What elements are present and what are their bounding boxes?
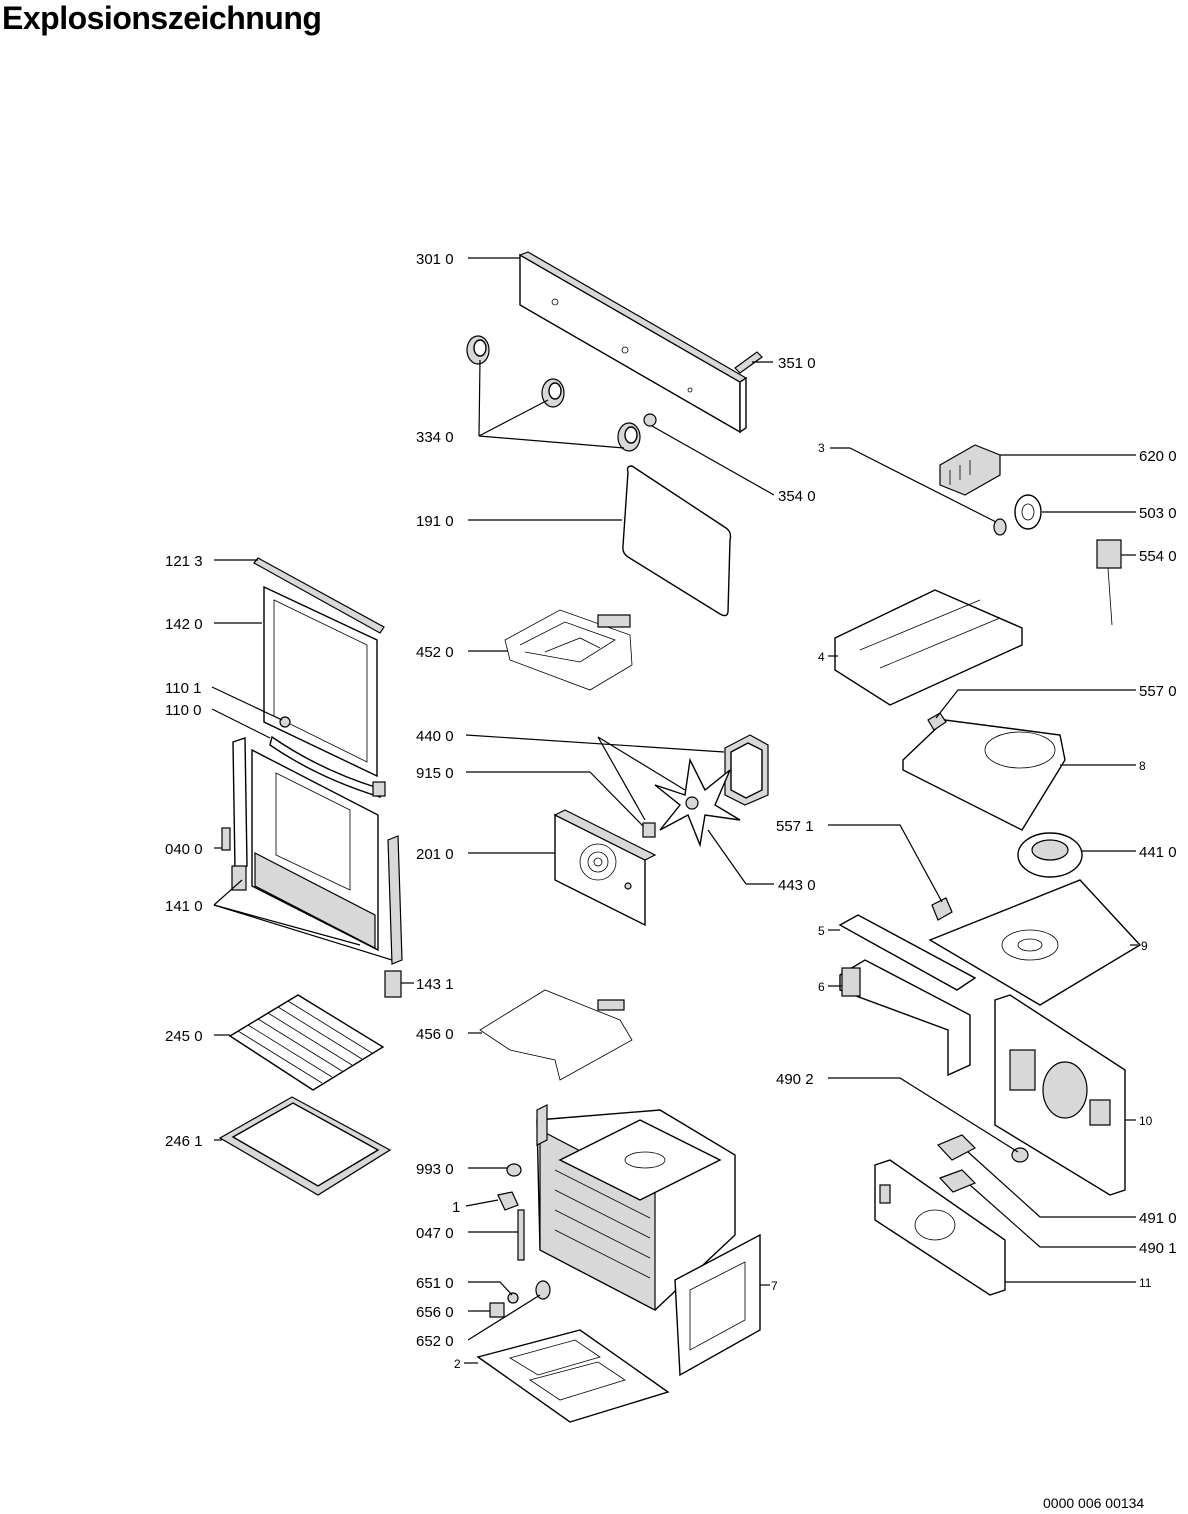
door-top-profile-part: [253, 557, 385, 634]
connector-parts: [936, 1134, 1029, 1193]
label-3: 3: [818, 441, 825, 455]
fan-motor-part: [724, 734, 769, 806]
wire-rack-part: [228, 994, 385, 1091]
label-490-1: 490 1: [1139, 1240, 1177, 1257]
page-title: Explosionszeichnung: [2, 0, 322, 36]
label-7: 7: [771, 1279, 778, 1293]
label-110-1: 110 1: [165, 680, 201, 697]
label-142-0: 142 0: [165, 616, 203, 633]
door-glass-part: [263, 585, 378, 778]
document-number: 0000 006 00134: [1043, 1495, 1145, 1511]
fan-nut-part: [642, 822, 656, 838]
label-351-0: 351 0: [778, 355, 816, 372]
hinge-part: [384, 970, 402, 998]
label-6: 6: [818, 980, 825, 994]
door-side-strip-parts: [221, 737, 403, 965]
label-10: 10: [1139, 1114, 1153, 1128]
label-2: 2: [454, 1357, 461, 1371]
grill-heating-element-part: [504, 609, 633, 691]
rail-part: [838, 914, 977, 991]
label-5: 5: [818, 924, 825, 938]
label-110-0: 110 0: [165, 702, 201, 719]
label-246-1: 246 1: [165, 1133, 203, 1150]
part-labels: 301 0 351 0 334 0 354 0 191 0 121 3 142 …: [165, 251, 1177, 1371]
side-plate-part: [674, 1233, 761, 1377]
rear-panel-part: [994, 994, 1126, 1196]
label-8: 8: [1139, 759, 1146, 773]
label-9: 9: [1141, 939, 1148, 953]
lower-heating-element-part: [479, 989, 633, 1081]
label-301-0: 301 0: [416, 251, 454, 268]
cooling-fan-part: [1017, 832, 1083, 878]
label-441-0: 441 0: [1139, 844, 1177, 861]
label-141-0: 141 0: [165, 898, 203, 915]
label-11: 11: [1139, 1276, 1152, 1290]
label-4: 4: [818, 650, 825, 664]
label-656-0: 656 0: [416, 1304, 454, 1321]
label-554-0: 554 0: [1139, 548, 1177, 565]
label-440-0: 440 0: [416, 728, 454, 745]
label-652-0: 652 0: [416, 1333, 454, 1350]
bottom-plate-part: [476, 1329, 670, 1423]
fan-cover-part: [553, 809, 657, 927]
lamp-pin-part: [734, 351, 763, 374]
label-490-2: 490 2: [776, 1071, 814, 1088]
bracket-part: [839, 959, 971, 1077]
label-334-0: 334 0: [416, 429, 454, 446]
label-620-0: 620 0: [1139, 448, 1177, 465]
label-1: 1: [452, 1199, 460, 1216]
baking-tray-part: [218, 1096, 392, 1196]
label-915-0: 915 0: [416, 765, 454, 782]
label-557-1: 557 1: [776, 818, 814, 835]
outer-door-part: [251, 748, 379, 952]
door-gasket-part: [622, 465, 732, 617]
door-handle-part: [269, 716, 386, 799]
control-panel-part: [518, 251, 748, 434]
fan-housing-part: [902, 719, 1066, 831]
label-191-0: 191 0: [416, 513, 454, 530]
thermostat-knob-part: [993, 494, 1042, 536]
label-201-0: 201 0: [416, 846, 454, 863]
terminal-block-part: [939, 444, 1001, 496]
small-fastener-parts: [489, 1163, 551, 1318]
label-557-0: 557 0: [1139, 683, 1177, 700]
label-121-3: 121 3: [165, 553, 203, 570]
label-651-0: 651 0: [416, 1275, 454, 1292]
lower-panel-part: [874, 1159, 1006, 1296]
label-443-0: 443 0: [778, 877, 816, 894]
oven-cavity-part: [536, 1104, 736, 1311]
label-040-0: 040 0: [165, 841, 203, 858]
thermostat-part: [1096, 539, 1122, 626]
top-cover-part: [834, 589, 1023, 706]
label-245-0: 245 0: [165, 1028, 203, 1045]
label-047-0: 047 0: [416, 1225, 454, 1242]
leader-lines: [211, 257, 1138, 1364]
label-993-0: 993 0: [416, 1161, 454, 1178]
label-452-0: 452 0: [416, 644, 454, 661]
cover-plate-part: [928, 879, 1142, 1006]
label-491-0: 491 0: [1139, 1210, 1177, 1227]
door-switch-part: [927, 712, 947, 731]
label-456-0: 456 0: [416, 1026, 454, 1043]
label-503-0: 503 0: [1139, 505, 1177, 522]
label-354-0: 354 0: [778, 488, 816, 505]
fan-wheel-part: [654, 757, 741, 848]
label-143-1: 143 1: [416, 976, 454, 993]
